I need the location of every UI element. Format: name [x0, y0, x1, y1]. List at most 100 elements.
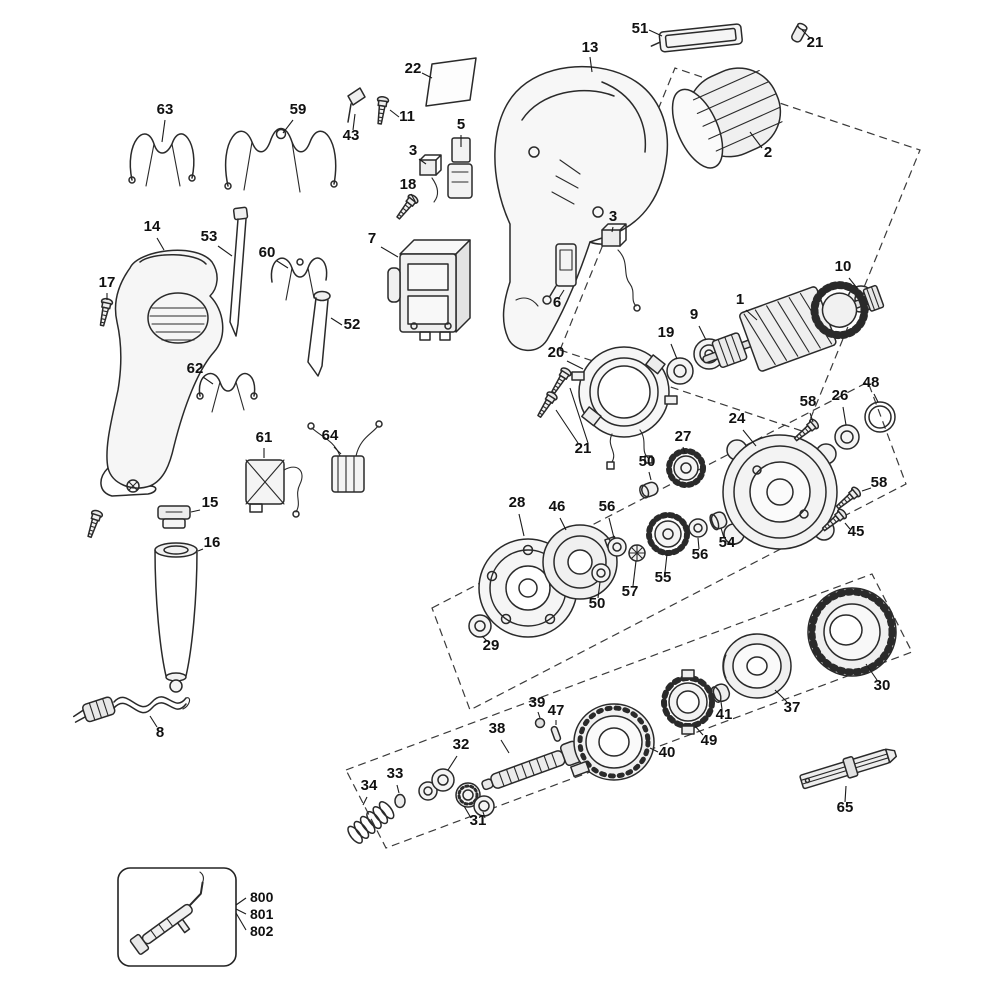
- part-brush-3b: [601, 223, 641, 312]
- part-screw-21: [547, 365, 574, 397]
- leader-line: [742, 429, 757, 447]
- leader-line: [873, 393, 879, 403]
- part-label-56: 56: [599, 498, 616, 515]
- leader-line: [649, 747, 659, 753]
- part-label-9: 9: [690, 306, 698, 323]
- legend-label-800: 800: [250, 889, 274, 905]
- legend-label-801: 801: [250, 906, 274, 922]
- part-brush-spring-53: [229, 206, 249, 337]
- part-label-5: 5: [457, 116, 465, 133]
- leader-line: [698, 325, 707, 341]
- part-label-7: 7: [368, 230, 376, 247]
- part-label-47: 47: [548, 702, 565, 719]
- part-label-54: 54: [719, 534, 736, 551]
- part-label-62: 62: [187, 360, 204, 377]
- part-label-20: 20: [548, 344, 565, 361]
- leader-line: [235, 912, 247, 931]
- leader-line: [589, 56, 593, 73]
- part-label-8: 8: [156, 724, 164, 741]
- part-label-3: 3: [609, 208, 617, 225]
- leader-line: [396, 784, 400, 794]
- leader-line: [333, 446, 342, 455]
- leader-line: [235, 908, 247, 915]
- part-brush-ring-20: [571, 346, 678, 470]
- part-label-50: 50: [639, 453, 656, 470]
- part-label-38: 38: [489, 720, 506, 737]
- part-label-1: 1: [736, 291, 744, 308]
- leader-line: [410, 193, 416, 202]
- part-label-56: 56: [692, 546, 709, 563]
- leader-line: [608, 517, 615, 539]
- leader-line: [720, 527, 725, 539]
- part-insulator-sheet-22: [425, 57, 477, 107]
- leader-line: [682, 446, 686, 454]
- part-label-49: 49: [701, 732, 718, 749]
- part-armature-1: [702, 281, 885, 372]
- part-label-29: 29: [483, 637, 500, 654]
- clutch-group-boundary: [345, 573, 913, 849]
- gearbox-group-boundary: [431, 381, 907, 711]
- part-label-59: 59: [290, 101, 307, 118]
- leader-line: [190, 509, 201, 513]
- leader-line: [597, 581, 601, 599]
- part-label-24: 24: [729, 410, 746, 427]
- part-washer-32: [418, 768, 455, 801]
- part-label-41: 41: [716, 706, 733, 723]
- group-boundaries: [345, 67, 921, 849]
- leader-line: [664, 553, 668, 573]
- leader-line: [801, 29, 811, 39]
- part-cover-plate-51: [650, 23, 743, 53]
- part-bearing-26: [834, 424, 860, 450]
- part-label-65: 65: [837, 799, 854, 816]
- part-label-52: 52: [344, 316, 361, 333]
- part-retaining-ring-48: [864, 401, 896, 433]
- leader-line: [632, 560, 637, 587]
- part-ball-33: [394, 793, 406, 809]
- part-bit-holder-65: [799, 748, 898, 790]
- part-clutch-ring-49: [661, 669, 715, 735]
- part-roller-50: [639, 481, 659, 499]
- part-label-55: 55: [655, 569, 672, 586]
- part-cord-clamp-15: [157, 505, 191, 529]
- part-gearcase-24: [722, 434, 838, 550]
- part-field-2: [671, 67, 783, 169]
- part-label-3: 3: [409, 142, 417, 159]
- part-nosepiece-40: [570, 703, 655, 781]
- part-detent-41: [710, 683, 731, 703]
- part-brush-spring-52: [307, 290, 331, 377]
- part-label-40: 40: [659, 744, 676, 761]
- part-star-washer-57: [628, 544, 646, 562]
- part-wireform-63: [128, 133, 196, 187]
- leader-line: [362, 796, 368, 806]
- leader-line: [648, 471, 652, 481]
- part-label-57: 57: [622, 583, 639, 600]
- part-screw-58: [791, 416, 821, 445]
- part-spindle-38: [481, 740, 582, 791]
- part-label-63: 63: [157, 101, 174, 118]
- leader-line: [276, 260, 289, 269]
- part-washer-50b: [591, 563, 611, 583]
- part-label-53: 53: [201, 228, 218, 245]
- part-label-14: 14: [144, 218, 161, 235]
- leader-line: [202, 376, 214, 385]
- leader-line: [235, 897, 247, 906]
- part-label-45: 45: [848, 523, 865, 540]
- leader-line: [648, 29, 663, 37]
- part-screw-21: [533, 389, 560, 421]
- leader-line: [156, 237, 165, 251]
- part-collar-30: [807, 587, 897, 677]
- leader-line: [694, 725, 704, 736]
- leader-line: [421, 72, 433, 79]
- part-washer-56b: [688, 518, 708, 538]
- leader-line: [569, 387, 589, 444]
- part-label-21: 21: [575, 440, 592, 457]
- part-label-19: 19: [658, 324, 675, 341]
- leader-line: [500, 739, 510, 754]
- part-label-22: 22: [405, 60, 422, 77]
- part-label-10: 10: [835, 258, 852, 275]
- leader-line: [559, 517, 567, 531]
- leader-line: [518, 513, 525, 537]
- part-label-17: 17: [99, 274, 116, 291]
